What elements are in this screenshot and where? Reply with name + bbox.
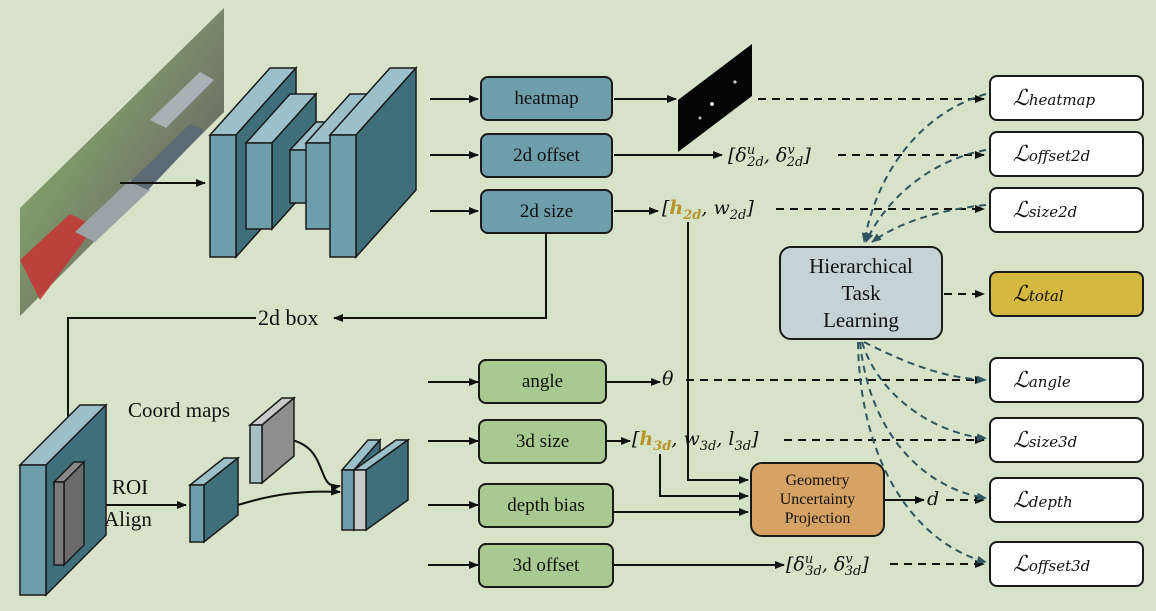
roi-feature-map — [18, 403, 108, 597]
roi-label: ROI — [112, 475, 149, 499]
loss-symbol: ℒ — [1013, 551, 1029, 577]
offset-2d-head-label: 2d offset — [513, 144, 580, 166]
heatmap-head: heatmap — [480, 76, 613, 121]
size-3d-output: [h3d, w3d, l3d] — [632, 428, 759, 454]
loss-total-subscript: total — [1028, 287, 1064, 305]
loss-size3d-subscript: size3d — [1028, 433, 1078, 451]
offset-3d-output: [δu3d, δv3d] — [786, 552, 869, 580]
loss-symbol: ℒ — [1013, 487, 1029, 513]
size-3d-head: 3d size — [478, 419, 607, 464]
size-2d-head: 2d size — [480, 189, 613, 234]
align-label: Align — [104, 507, 152, 531]
theta-output: θ — [662, 368, 674, 390]
offset-3d-head: 3d offset — [478, 543, 614, 588]
offset-2d-head: 2d offset — [480, 133, 613, 178]
htl-line-1: Hierarchical — [809, 253, 913, 278]
box-2d-label: 2d box — [258, 305, 319, 330]
heatmap-image — [678, 44, 752, 152]
loss-symbol: ℒ — [1013, 197, 1029, 223]
loss-symbol: ℒ — [1013, 141, 1029, 167]
geometry-uncertainty-projection: Geometry Uncertainty Projection — [750, 462, 885, 537]
hierarchical-task-learning: Hierarchical Task Learning — [779, 246, 943, 340]
size-2d-output: [h2d, w2d] — [662, 197, 754, 223]
concat-feature-block — [340, 437, 411, 533]
loss-offset2d-subscript: offset2d — [1028, 147, 1091, 165]
loss-size2d-subscript: size2d — [1028, 203, 1078, 221]
depth-bias-head: depth bias — [478, 483, 614, 528]
gup-line-2: Uncertainty — [779, 491, 856, 508]
coord-maps-block — [247, 396, 297, 485]
htl-line-3: Learning — [823, 307, 899, 332]
loss-symbol: ℒ — [1013, 367, 1029, 393]
loss-symbol: ℒ — [1013, 427, 1029, 453]
heatmap-head-label: heatmap — [514, 87, 579, 109]
loss-symbol: ℒ — [1013, 85, 1029, 111]
gup-line-3: Projection — [784, 510, 851, 527]
backbone-network — [208, 66, 418, 259]
depth-bias-head-label: depth bias — [507, 494, 585, 516]
offset-2d-output: [δu2d, δv2d] — [728, 143, 811, 171]
loss-angle-subscript: angle — [1028, 373, 1071, 391]
angle-head: angle — [478, 359, 607, 404]
loss-offset3d-subscript: offset3d — [1028, 557, 1091, 575]
loss-depth-subscript: depth — [1028, 493, 1073, 511]
offset-3d-head-label: 3d offset — [512, 554, 580, 576]
angle-head-label: angle — [521, 370, 564, 392]
size-2d-head-label: 2d size — [519, 200, 574, 222]
depth-output: d — [927, 488, 940, 510]
coord-maps-label: Coord maps — [128, 398, 231, 422]
input-image — [20, 8, 224, 316]
htl-line-2: Task — [841, 280, 881, 305]
roi-output-block — [187, 456, 241, 544]
gup-line-1: Geometry — [785, 472, 850, 489]
size-3d-head-label: 3d size — [515, 430, 570, 452]
loss-symbol: ℒ — [1013, 281, 1029, 307]
loss-heatmap-subscript: heatmap — [1028, 91, 1096, 109]
